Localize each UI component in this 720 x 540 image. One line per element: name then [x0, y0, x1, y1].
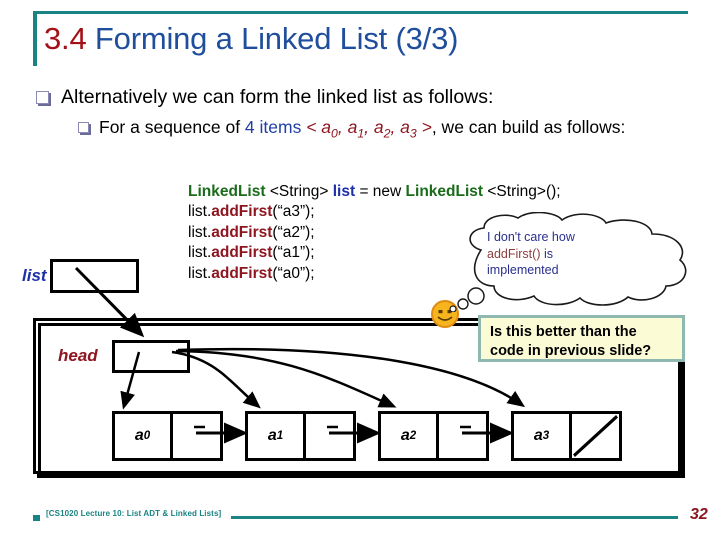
node-null-pointer-cell	[572, 414, 619, 458]
sequence-item-3: a3	[400, 117, 417, 141]
code-arg: (“a2”);	[272, 223, 315, 241]
code-obj: list.	[188, 223, 212, 241]
bullet-level1-text: Alternatively we can form the linked lis…	[61, 86, 494, 108]
title-section-number: 3.4	[44, 21, 87, 56]
code-obj: list.	[188, 203, 212, 221]
code-obj: list.	[188, 244, 212, 262]
list-variable-box	[50, 259, 139, 293]
square-bullet-icon	[78, 122, 89, 133]
sequence-item-2: a2	[373, 117, 391, 141]
title-accent-bar	[33, 11, 37, 66]
thought-method: addFirst()	[487, 246, 541, 261]
node-pointer-cell	[306, 414, 353, 458]
bullet-level1: Alternatively we can form the linked lis…	[36, 85, 493, 109]
head-field-label: head	[58, 346, 98, 365]
sequence-item-1: a1	[347, 117, 365, 141]
title-text: Forming a Linked List (3/3)	[94, 21, 459, 56]
thought-line1: I don't care how	[487, 230, 575, 244]
code-method-addfirst: addFirst	[211, 223, 273, 241]
code-generic-2: <String>();	[483, 183, 561, 200]
code-line-declaration: LinkedList <String> list = new LinkedLis…	[188, 182, 561, 202]
footer-marker	[33, 515, 40, 521]
code-assign: = new	[355, 183, 406, 200]
head-field-box	[112, 340, 190, 373]
code-method-addfirst: addFirst	[211, 244, 273, 262]
code-obj: list.	[188, 264, 212, 282]
page-title: 3.4 Forming a Linked List (3/3)	[44, 20, 458, 58]
footer-text: [CS1020 Lecture 10: List ADT & Linked Li…	[46, 509, 222, 518]
code-arg: (“a1”);	[272, 244, 315, 262]
page-number: 32	[690, 506, 708, 523]
code-arg: (“a3”);	[272, 203, 315, 221]
bullet-level2-prefix: For a sequence of	[99, 117, 245, 137]
thought-bubble-text: I don't care how addFirst() is implement…	[487, 229, 627, 279]
thought-line2: is implemented	[487, 246, 559, 278]
code-type-linkedlist-2: LinkedList	[405, 183, 484, 200]
bullet-level2-suffix: , we can build as follows:	[431, 117, 626, 137]
bullet-level2-count: 4 items	[244, 117, 302, 137]
code-line-call: list.addFirst(“a2”);	[188, 223, 561, 243]
code-var-list: list	[332, 183, 356, 200]
list-variable-label: list	[22, 266, 47, 285]
title-top-rule	[33, 11, 688, 14]
null-slash-icon	[573, 414, 618, 458]
code-type-linkedlist: LinkedList	[188, 183, 266, 200]
node-pointer-cell	[439, 414, 486, 458]
square-bullet-icon	[36, 91, 49, 104]
bullet-level2-text: For a sequence of 4 items < a0, a1, a2, …	[99, 117, 626, 141]
callout-box: Is this better than the code in previous…	[478, 315, 685, 362]
code-line-call: list.addFirst(“a3”);	[188, 202, 561, 222]
code-line-call: list.addFirst(“a1”);	[188, 243, 561, 263]
thought-bubble-icon	[449, 212, 687, 312]
code-generic-1: <String>	[265, 183, 333, 200]
code-method-addfirst: addFirst	[211, 203, 273, 221]
code-method-addfirst: addFirst	[211, 264, 273, 282]
bullet-level2-mid: <	[301, 117, 322, 137]
bullet-level2-close: >	[416, 117, 432, 137]
code-arg: (“a0”);	[272, 264, 315, 282]
sequence-item-0: a0	[321, 117, 338, 141]
code-line-call: list.addFirst(“a0”);	[188, 264, 561, 284]
bullet-level2: For a sequence of 4 items < a0, a1, a2, …	[78, 117, 678, 145]
footer-rule	[231, 516, 678, 519]
code-block: LinkedList <String> list = new LinkedLis…	[188, 182, 561, 284]
node-pointer-cell	[173, 414, 220, 458]
